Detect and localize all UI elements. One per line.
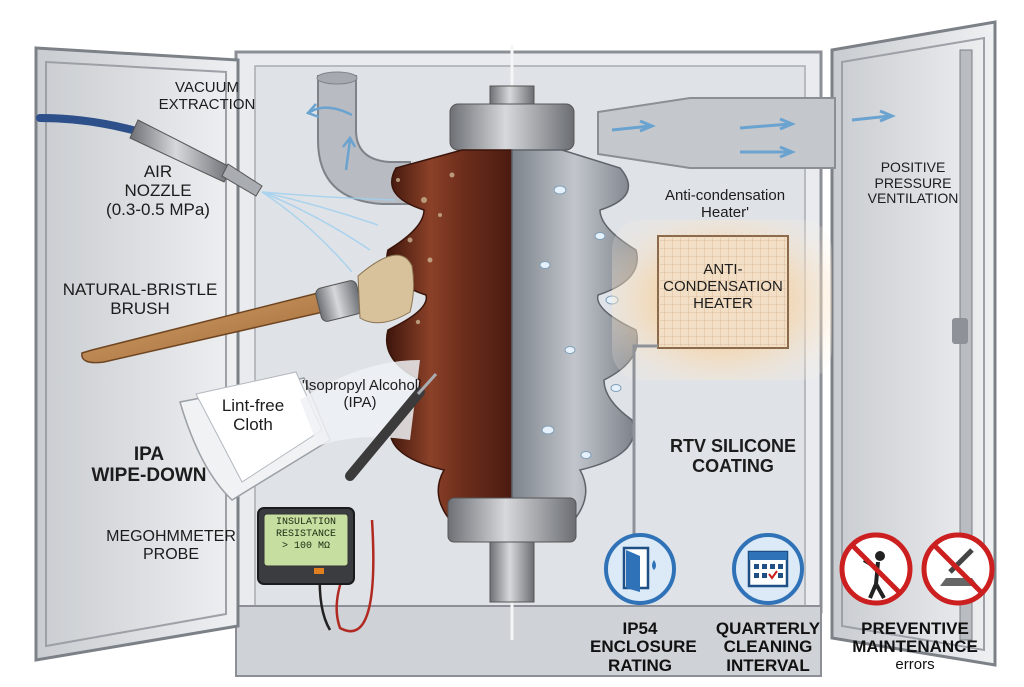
badge-calendar — [732, 533, 804, 605]
badge-enclosure — [604, 533, 676, 605]
vacuum-duct — [317, 75, 411, 205]
heater-cable — [632, 344, 658, 540]
air-nozzle-tool — [36, 114, 263, 197]
air-spray — [261, 191, 396, 273]
cloth — [179, 360, 420, 501]
insulator-base-flange — [447, 497, 577, 543]
insulator-stem — [489, 541, 535, 603]
brush-tool — [81, 254, 415, 364]
badge-prohibit-scraper — [921, 532, 995, 606]
badge-prohibit-spray — [839, 532, 913, 606]
insulator-porcelain — [386, 85, 575, 521]
right-door — [830, 20, 997, 667]
ipa-label: 'Isopropyl Alcohol(IPA) — [301, 377, 419, 411]
door-latch — [952, 318, 968, 344]
megohmmeter — [257, 372, 438, 633]
vent-duct — [597, 97, 836, 169]
cabinet-base — [235, 605, 822, 677]
